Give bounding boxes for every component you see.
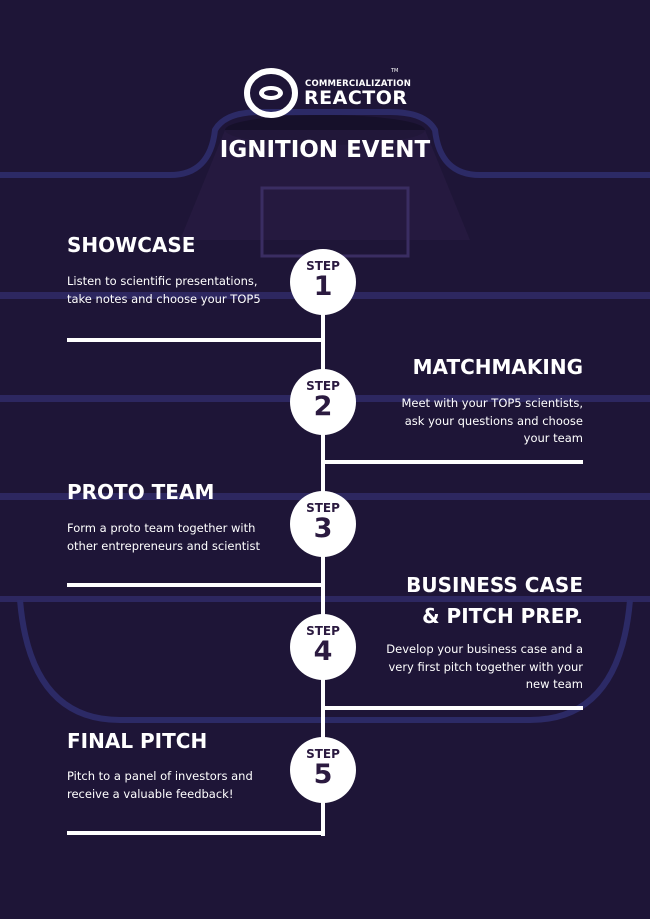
- step-5-connector: [67, 831, 325, 835]
- trademark: TM: [391, 68, 399, 74]
- step-2-text: Meet with your TOP5 scientists, ask your…: [401, 396, 583, 445]
- step-4-text: Develop your business case and a very fi…: [386, 642, 583, 691]
- step-3-text: Form a proto team together with other en…: [67, 521, 260, 553]
- step-4-title: BUSINESS CASE & PITCH PREP.: [406, 573, 583, 628]
- commercialization-reactor-logo: COMMERCIALIZATION REACTOR TM: [244, 66, 411, 120]
- step-4-connector: [323, 706, 583, 710]
- step-3-connector: [67, 583, 323, 587]
- logo-line2: REACTOR: [304, 87, 408, 109]
- reactor-logo-icon: [244, 68, 298, 118]
- step-3-title: PROTO TEAM: [67, 480, 215, 504]
- step-5-text: Pitch to a panel of investors and receiv…: [67, 769, 253, 801]
- page-title: IGNITION EVENT: [219, 137, 431, 163]
- step-2-title: MATCHMAKING: [412, 355, 583, 379]
- step-1-title: SHOWCASE: [67, 233, 196, 257]
- logo-line1: COMMERCIALIZATION: [305, 79, 412, 89]
- timeline-line: [321, 280, 325, 836]
- step-1-text: Listen to scientific presentations, take…: [67, 274, 261, 306]
- step-5-title: FINAL PITCH: [67, 729, 208, 753]
- step-2-connector: [323, 460, 583, 464]
- step-1-connector: [67, 338, 323, 342]
